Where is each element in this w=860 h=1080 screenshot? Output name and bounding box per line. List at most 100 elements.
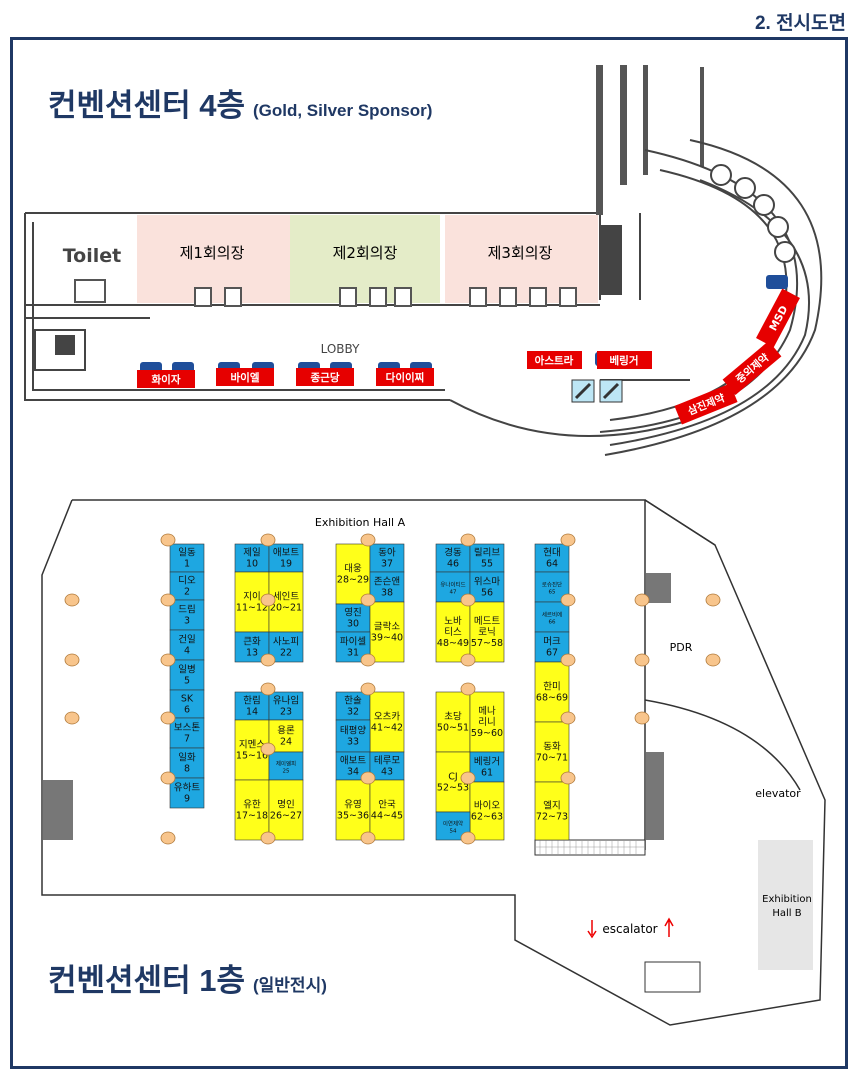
- floor1-subtitle: (일반전시): [252, 976, 327, 995]
- booths-layer: 일동1디오2드림3건일4일병5SK6보스톤7일화8유하트9제일10애보트19지이…: [169, 543, 570, 841]
- pillars: [64, 533, 721, 845]
- booth-label: 50~51: [437, 723, 469, 734]
- booth-label: 경동: [444, 547, 462, 559]
- booth-rect: [268, 779, 304, 841]
- booth-label: 57~58: [471, 638, 503, 649]
- booth-rect: [335, 719, 371, 753]
- escalator-icons: [571, 379, 623, 403]
- booth-rect: [335, 603, 371, 633]
- booth-label: 세인트: [273, 592, 299, 603]
- booth-rect: [469, 781, 505, 841]
- booth-label: 46: [447, 559, 459, 570]
- sponsor-pfizer: 화이자: [152, 373, 181, 386]
- booth-label: 바이오: [474, 801, 500, 812]
- booth-label: 명인: [277, 800, 294, 811]
- booth-label: 8: [184, 764, 190, 775]
- booth-label: 13: [246, 648, 258, 659]
- booth-rect: [469, 751, 505, 783]
- sponsor-chongkundang: 종근당: [311, 371, 340, 384]
- booth-label: 68~69: [536, 693, 568, 704]
- booth-label: 14: [246, 707, 258, 718]
- booth-label: 4: [184, 646, 190, 657]
- hall-b-label-2: Hall B: [772, 908, 801, 919]
- booth-rect: [169, 747, 205, 779]
- booth-rect: [268, 691, 304, 721]
- booth-label: 유영: [344, 800, 361, 811]
- booth-label: 47: [450, 590, 457, 596]
- page-title: 2. 전시도면: [754, 13, 846, 34]
- booth-rect: [469, 691, 505, 753]
- booth: 일동1: [169, 543, 205, 573]
- booth-label: 릴리브: [474, 548, 500, 559]
- booth-label: 9: [184, 794, 190, 805]
- elevator-label: elevator: [755, 787, 801, 800]
- booth-label: 제이엘피: [276, 760, 296, 768]
- booth-label: 52~53: [437, 783, 469, 794]
- floor1-walls: [41, 499, 826, 1026]
- wall-block-right: [646, 573, 671, 603]
- booth-label: 이연제약: [443, 820, 463, 828]
- booth: SK6: [169, 689, 205, 719]
- booth-label: 72~73: [536, 812, 568, 823]
- booth-label: 유나임: [273, 695, 299, 707]
- booth-label: 한미: [543, 682, 560, 693]
- booth-label: 동아: [378, 548, 396, 559]
- booth-label: 로슈진단: [542, 581, 562, 589]
- booth-label: 33: [347, 737, 359, 748]
- floor4-doors: [74, 279, 577, 307]
- booth-label: 태평양: [340, 726, 366, 737]
- booth-rect: [169, 629, 205, 661]
- booth-label: 32: [347, 707, 359, 718]
- booth-label: 유나이티드: [440, 581, 465, 589]
- booth-rect: [268, 543, 304, 573]
- booth: 일병5: [169, 659, 205, 691]
- booth-rect: [169, 689, 205, 719]
- sponsor-bayer: 바이엘: [231, 371, 260, 384]
- booth-rect: [534, 543, 570, 573]
- booth-label: 큰화: [243, 637, 261, 648]
- pdr-label: PDR: [670, 641, 693, 654]
- booth-label: 노바: [444, 616, 462, 627]
- booth-label: 제일: [243, 548, 260, 559]
- booth: 일화8: [169, 747, 205, 779]
- booth-rect: [268, 751, 304, 781]
- map-frame: [10, 37, 848, 1069]
- wall-block-lower: [646, 752, 664, 840]
- booth-label: 11~12: [236, 603, 268, 614]
- booth-label: 글락소: [374, 621, 400, 633]
- booth-rect: [435, 543, 471, 573]
- booth-rect: [369, 543, 405, 573]
- booth-label: 55: [481, 559, 493, 570]
- booth-rect: [534, 661, 570, 723]
- room-2: [290, 215, 440, 303]
- floor4-columns: [596, 65, 704, 215]
- booth-label: 현대: [543, 548, 560, 559]
- booth-label: 10: [246, 559, 258, 570]
- booth-label: 용론: [277, 726, 295, 737]
- booth-rect: [169, 543, 205, 573]
- booth-label: 43: [381, 767, 393, 778]
- booth-rect: [435, 601, 471, 663]
- booth-label: 건일: [178, 635, 195, 646]
- room-1: [137, 215, 290, 303]
- grid-lines: [535, 840, 645, 855]
- floor1-title: 컨벤션센터 1층(일반전시): [48, 955, 327, 1000]
- booth-rect: [234, 543, 270, 573]
